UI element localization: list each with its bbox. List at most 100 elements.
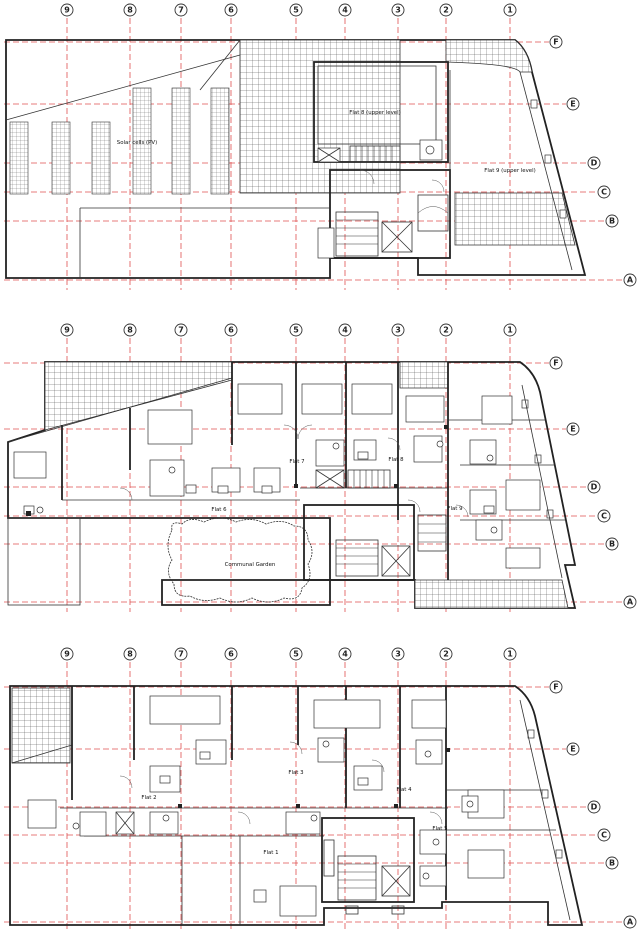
grid-bubble-row-D: D bbox=[587, 480, 601, 494]
svg-text:E: E bbox=[570, 745, 575, 754]
svg-text:D: D bbox=[591, 803, 598, 812]
svg-text:4: 4 bbox=[342, 650, 348, 659]
svg-text:F: F bbox=[553, 359, 558, 368]
communal-garden bbox=[167, 517, 313, 603]
grid-bubble-col-2: 2 bbox=[439, 647, 453, 661]
grid-bubble-col-1: 1 bbox=[503, 3, 517, 17]
grid-bubble-col-7: 7 bbox=[174, 647, 188, 661]
label-flat9: Flat 9 bbox=[447, 506, 463, 512]
grid-bubble-row-E: E bbox=[566, 97, 580, 111]
grid-bubble-col-8: 8 bbox=[123, 323, 137, 337]
svg-text:8: 8 bbox=[127, 650, 133, 659]
grid-bubble-row-A: A bbox=[623, 595, 637, 609]
grid-bubble-col-6: 6 bbox=[224, 647, 238, 661]
svg-text:8: 8 bbox=[127, 326, 133, 335]
svg-text:5: 5 bbox=[293, 6, 299, 15]
svg-text:6: 6 bbox=[228, 6, 234, 15]
label-flat2: Flat 2 bbox=[141, 795, 156, 801]
grid-bubble-row-E: E bbox=[566, 422, 580, 436]
grid-bubble-col-7: 7 bbox=[174, 323, 188, 337]
solar-panels bbox=[9, 87, 230, 195]
grid-bubble-row-F: F bbox=[549, 356, 563, 370]
grid-bubble-col-2: 2 bbox=[439, 323, 453, 337]
svg-text:D: D bbox=[591, 159, 598, 168]
svg-text:3: 3 bbox=[395, 6, 401, 15]
svg-text:6: 6 bbox=[228, 326, 234, 335]
svg-text:D: D bbox=[591, 483, 598, 492]
svg-text:8: 8 bbox=[127, 6, 133, 15]
svg-text:2: 2 bbox=[443, 326, 449, 335]
grid-bubble-col-1: 1 bbox=[503, 647, 517, 661]
grid-bubble-col-3: 3 bbox=[391, 323, 405, 337]
svg-text:1: 1 bbox=[507, 326, 513, 335]
grid-bubble-col-2: 2 bbox=[439, 3, 453, 17]
svg-text:4: 4 bbox=[342, 6, 348, 15]
grid-bubble-row-B: B bbox=[605, 856, 619, 870]
grid-bubble-col-9: 9 bbox=[60, 647, 74, 661]
svg-text:2: 2 bbox=[443, 6, 449, 15]
svg-text:C: C bbox=[601, 188, 607, 197]
svg-text:A: A bbox=[627, 276, 634, 285]
svg-text:B: B bbox=[609, 859, 615, 868]
label-flat4: Flat 4 bbox=[396, 787, 412, 793]
svg-text:A: A bbox=[627, 598, 634, 607]
label-flat6: Flat 6 bbox=[211, 507, 227, 513]
grid-bubble-col-4: 4 bbox=[338, 647, 352, 661]
grid-bubble-col-8: 8 bbox=[123, 3, 137, 17]
svg-text:F: F bbox=[553, 683, 558, 692]
grid-bubble-col-3: 3 bbox=[391, 647, 405, 661]
grid-bubble-row-B: B bbox=[605, 214, 619, 228]
grid-bubble-col-5: 5 bbox=[289, 323, 303, 337]
grid-bubble-col-3: 3 bbox=[391, 3, 405, 17]
grid-bubble-row-D: D bbox=[587, 800, 601, 814]
label-communal-garden: Communal Garden bbox=[225, 562, 276, 568]
svg-text:7: 7 bbox=[178, 650, 184, 659]
grid-bubble-row-A: A bbox=[623, 915, 637, 929]
svg-text:5: 5 bbox=[293, 650, 299, 659]
svg-text:A: A bbox=[627, 918, 634, 927]
svg-text:3: 3 bbox=[395, 650, 401, 659]
grid-bubble-col-1: 1 bbox=[503, 323, 517, 337]
label-flat7: Flat 7 bbox=[289, 459, 304, 465]
grid-bubble-row-F: F bbox=[549, 680, 563, 694]
svg-text:9: 9 bbox=[64, 6, 70, 15]
grid-bubble-col-6: 6 bbox=[224, 323, 238, 337]
svg-text:E: E bbox=[570, 100, 575, 109]
svg-text:1: 1 bbox=[507, 6, 513, 15]
door-markers bbox=[26, 425, 450, 808]
grid-bubble-col-8: 8 bbox=[123, 647, 137, 661]
bathroom-fixtures bbox=[72, 737, 479, 887]
first-floor-plan: Flat 6 Flat 7 Flat 8 Flat 9 Communal Gar… bbox=[7, 361, 577, 609]
svg-text:B: B bbox=[609, 217, 615, 226]
label-flat8-upper: Flat 8 (upper level) bbox=[349, 110, 400, 116]
grid-bubble-row-C: C bbox=[597, 509, 611, 523]
svg-text:B: B bbox=[609, 540, 615, 549]
svg-text:3: 3 bbox=[395, 326, 401, 335]
grid-bubble-row-C: C bbox=[597, 185, 611, 199]
label-flat9-upper: Flat 9 (upper level) bbox=[484, 168, 535, 174]
grid-bubble-col-5: 5 bbox=[289, 647, 303, 661]
label-flat5: Flat 5 bbox=[432, 826, 447, 832]
svg-text:C: C bbox=[601, 831, 607, 840]
label-flat8: Flat 8 bbox=[388, 457, 404, 463]
grid-bubble-col-6: 6 bbox=[224, 3, 238, 17]
ground-floor-plan: Flat 2 Flat 3 Flat 4 Flat 5 Flat 1 bbox=[9, 685, 584, 926]
svg-text:1: 1 bbox=[507, 650, 513, 659]
svg-text:C: C bbox=[601, 512, 607, 521]
grid-bubble-row-F: F bbox=[549, 35, 563, 49]
svg-text:E: E bbox=[570, 425, 575, 434]
svg-text:6: 6 bbox=[228, 650, 234, 659]
bathroom-fixtures bbox=[23, 435, 503, 541]
grid-bubble-row-C: C bbox=[597, 828, 611, 842]
grid-bubble-row-E: E bbox=[566, 742, 580, 756]
roof-plan: Solar cells (PV) Flat 8 (upper level) Fl… bbox=[5, 39, 587, 279]
svg-text:9: 9 bbox=[64, 650, 70, 659]
grid-bubble-col-4: 4 bbox=[338, 323, 352, 337]
svg-text:F: F bbox=[553, 38, 558, 47]
grid-bubble-row-B: B bbox=[605, 537, 619, 551]
grid-bubble-col-5: 5 bbox=[289, 3, 303, 17]
svg-text:4: 4 bbox=[342, 326, 348, 335]
svg-text:2: 2 bbox=[443, 650, 449, 659]
grid-bubble-col-4: 4 bbox=[338, 3, 352, 17]
